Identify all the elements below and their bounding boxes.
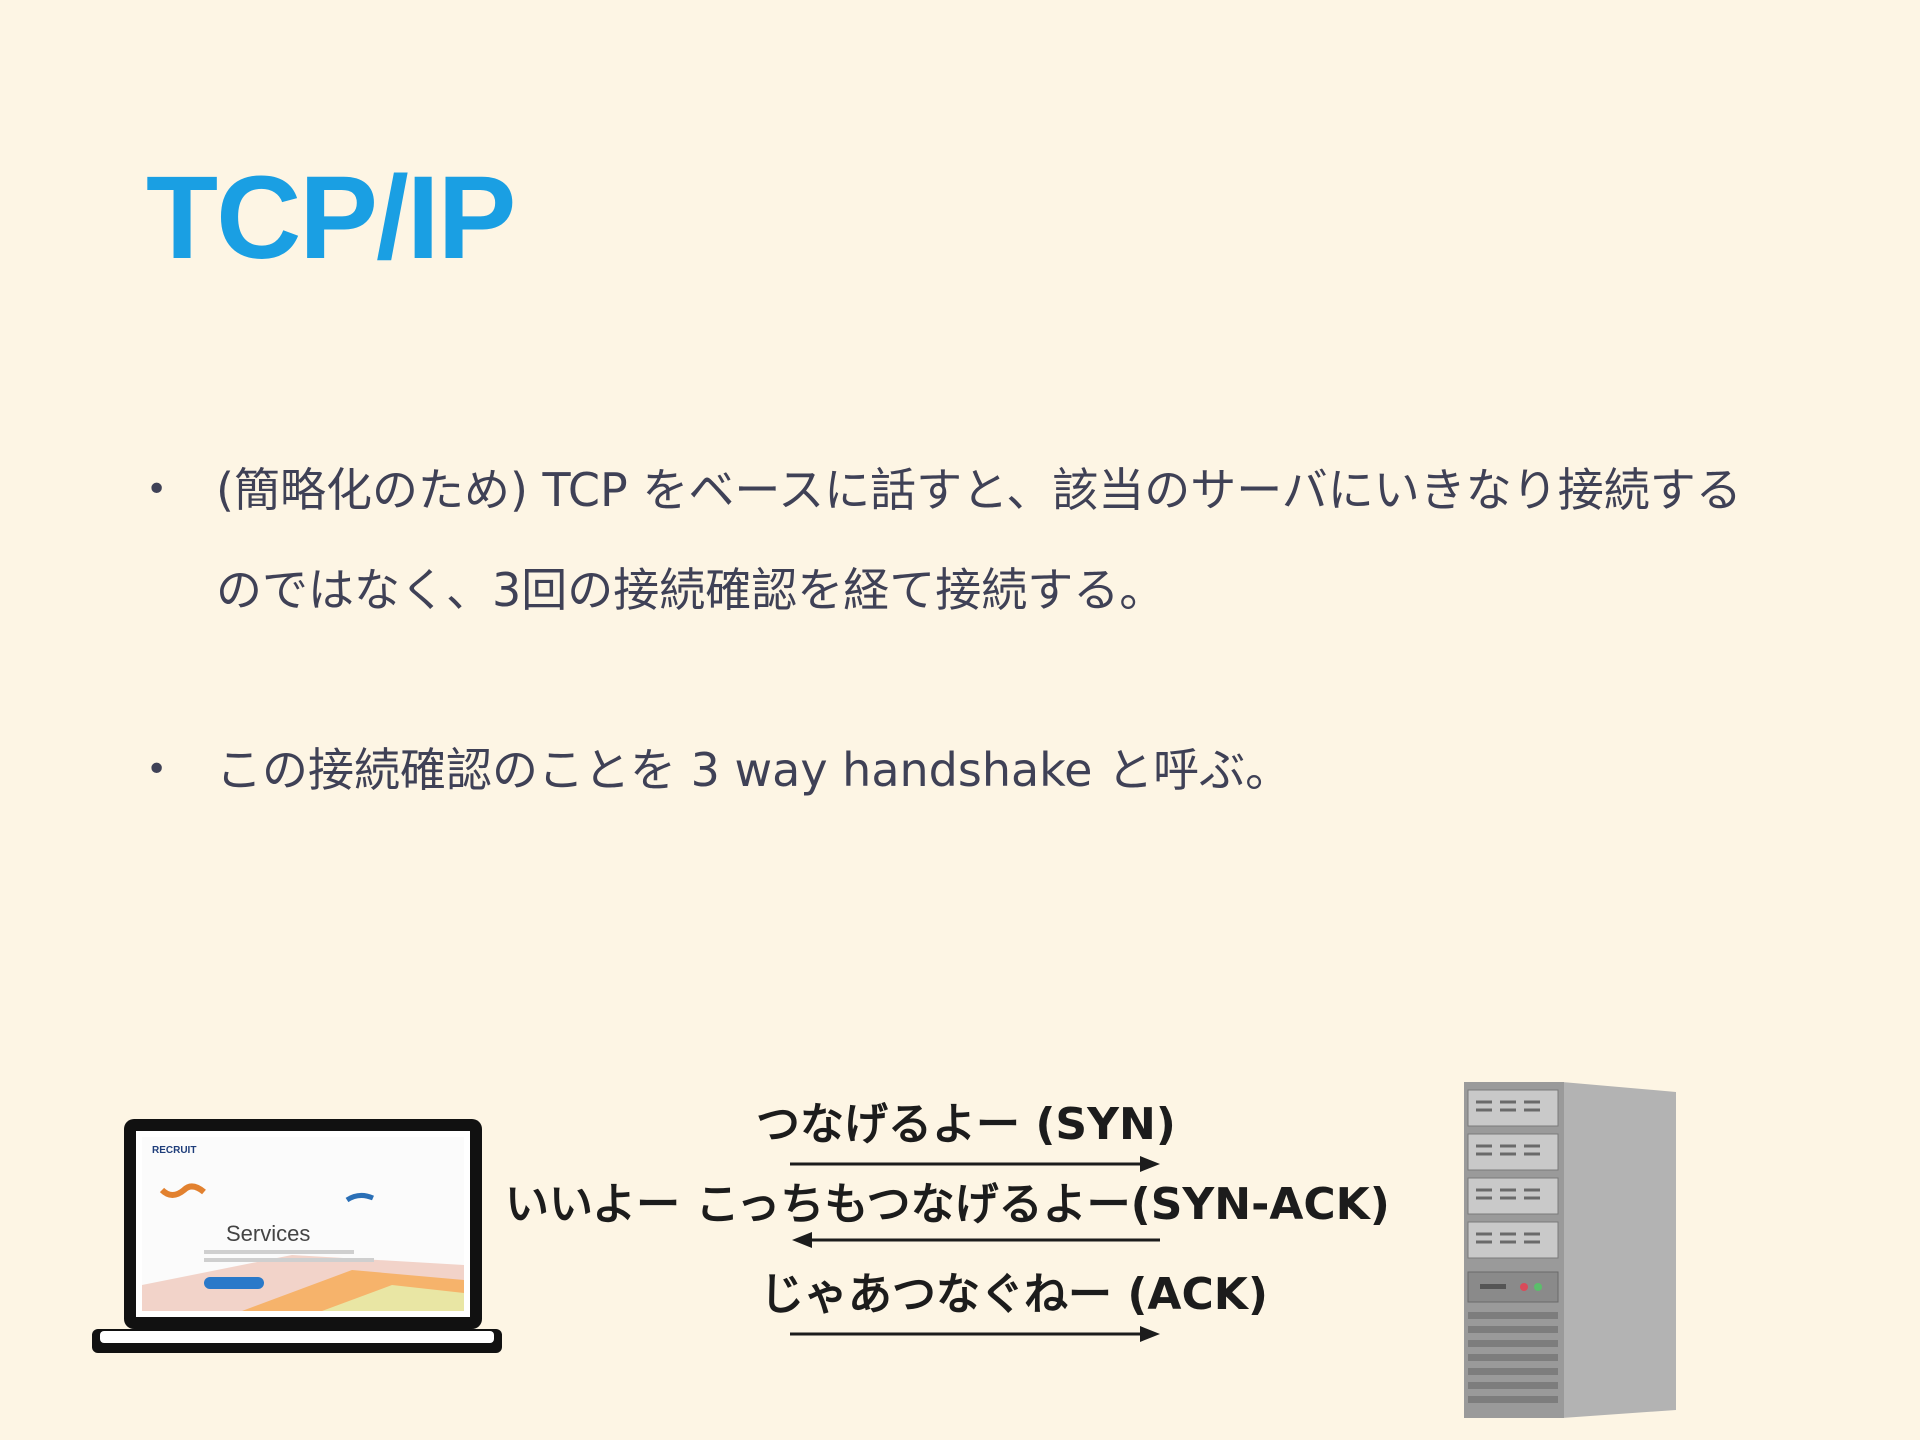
ack-arrow [790, 1326, 1160, 1342]
bullet-item: • この接続確認のことを 3 way handshake と呼ぶ。 [146, 720, 1786, 820]
syn-message: つなげるよー (SYN) [756, 1099, 1176, 1150]
bullet-marker: • [146, 469, 168, 510]
bullet-text: (簡略化のため) TCP をベースに話すと、該当のサーバにいきなり接続するのでは… [216, 463, 1742, 617]
server-tower-icon [1462, 1080, 1686, 1424]
bullet-text: この接続確認のことを 3 way handshake と呼ぶ。 [216, 743, 1292, 797]
laptop-screen-heading: Services [226, 1221, 311, 1246]
bullet-list: • (簡略化のため) TCP をベースに話すと、該当のサーバにいきなり接続するの… [146, 440, 1786, 820]
bullet-marker: • [146, 749, 168, 790]
bullet-item: • (簡略化のため) TCP をベースに話すと、該当のサーバにいきなり接続するの… [146, 440, 1786, 640]
laptop-screen-brand: RECRUIT [152, 1145, 197, 1156]
laptop-icon: RECRUIT Services [92, 1115, 512, 1359]
slide-title: TCP/IP [146, 152, 516, 284]
syn-ack-arrow [792, 1232, 1160, 1248]
syn-ack-message: いいよー こっちもつなげるよー(SYN-ACK) [505, 1179, 1390, 1230]
ack-message: じゃあつなぐねー (ACK) [760, 1269, 1268, 1320]
syn-arrow [790, 1156, 1160, 1172]
